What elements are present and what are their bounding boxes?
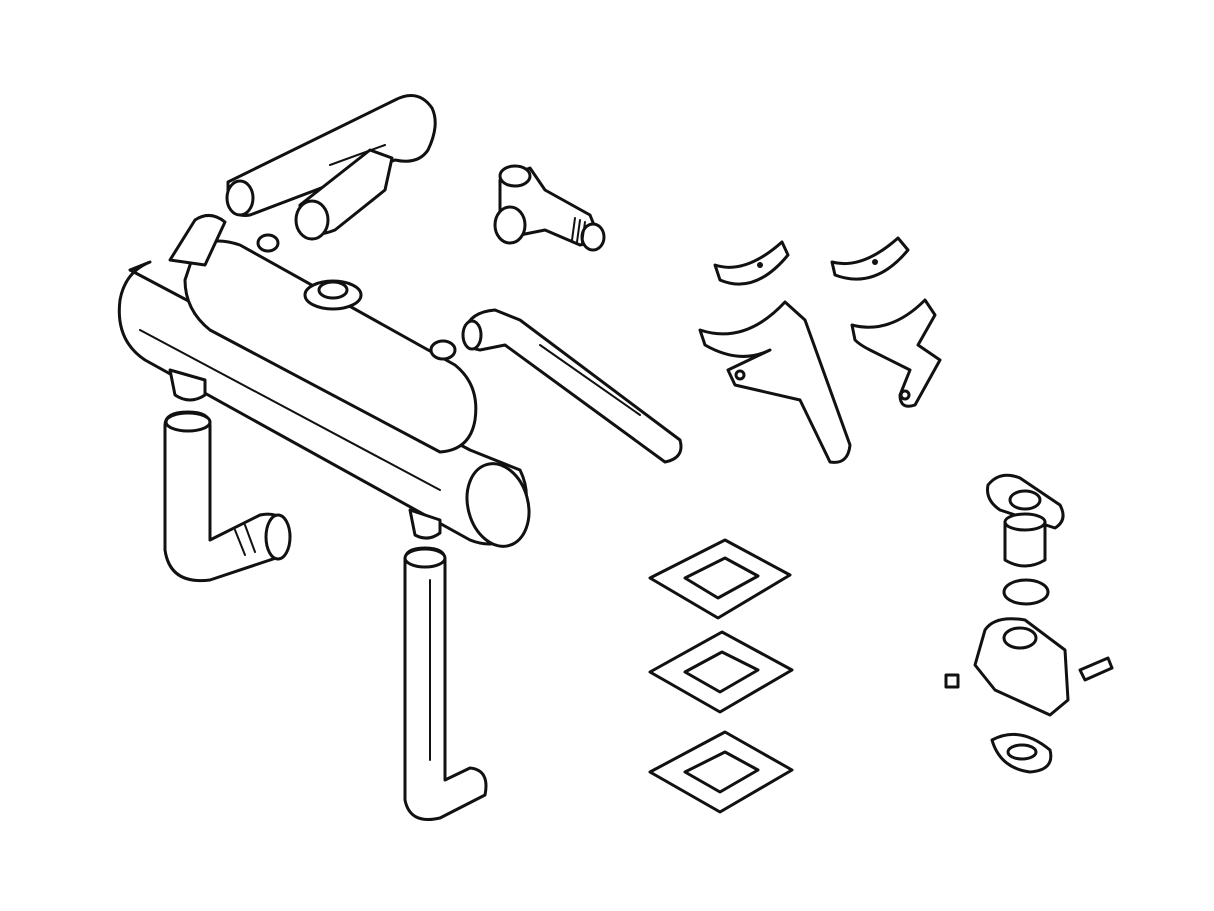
- tee-fitting: [493, 164, 606, 252]
- housing: [973, 617, 1070, 717]
- o-ring: [1002, 578, 1050, 606]
- saddle-clamp: [830, 236, 910, 281]
- thermostat-housing-assembly: [944, 473, 1114, 774]
- exhaust-manifold: [117, 214, 531, 548]
- gaskets: [648, 538, 794, 814]
- upper-elbow-pipe: [225, 94, 437, 241]
- long-vertical-pipe: [403, 546, 488, 821]
- left-elbow-pipe: [163, 410, 292, 583]
- gasket: [648, 730, 794, 814]
- bracket-large: [698, 300, 852, 464]
- gasket: [648, 538, 792, 620]
- bolt: [1078, 656, 1114, 682]
- sleeve: [1003, 520, 1047, 568]
- plug: [944, 673, 960, 689]
- bracket-small: [850, 298, 942, 408]
- right-pipe: [461, 308, 683, 464]
- mounting-brackets: [698, 236, 942, 464]
- saddle-clamp: [713, 240, 790, 286]
- gasket: [648, 630, 794, 714]
